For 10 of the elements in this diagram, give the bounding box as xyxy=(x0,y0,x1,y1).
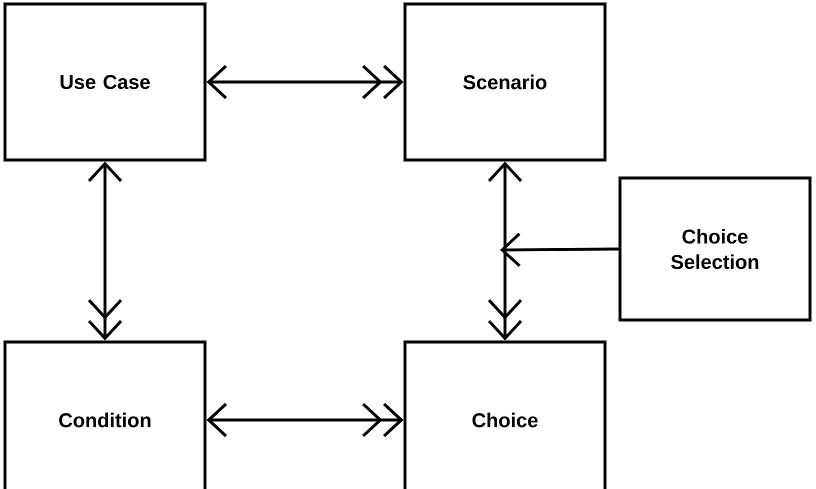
arrow xyxy=(500,232,619,267)
process-box: Condition xyxy=(4,340,206,489)
arrow xyxy=(88,161,122,341)
arrow xyxy=(206,64,404,100)
arrow xyxy=(206,402,404,438)
arrow xyxy=(488,161,522,341)
process-box: Use Case xyxy=(4,2,206,162)
process-box: Choice Selection xyxy=(618,176,812,322)
process-box: Scenario xyxy=(404,2,606,162)
process-box: Choice xyxy=(404,340,606,489)
